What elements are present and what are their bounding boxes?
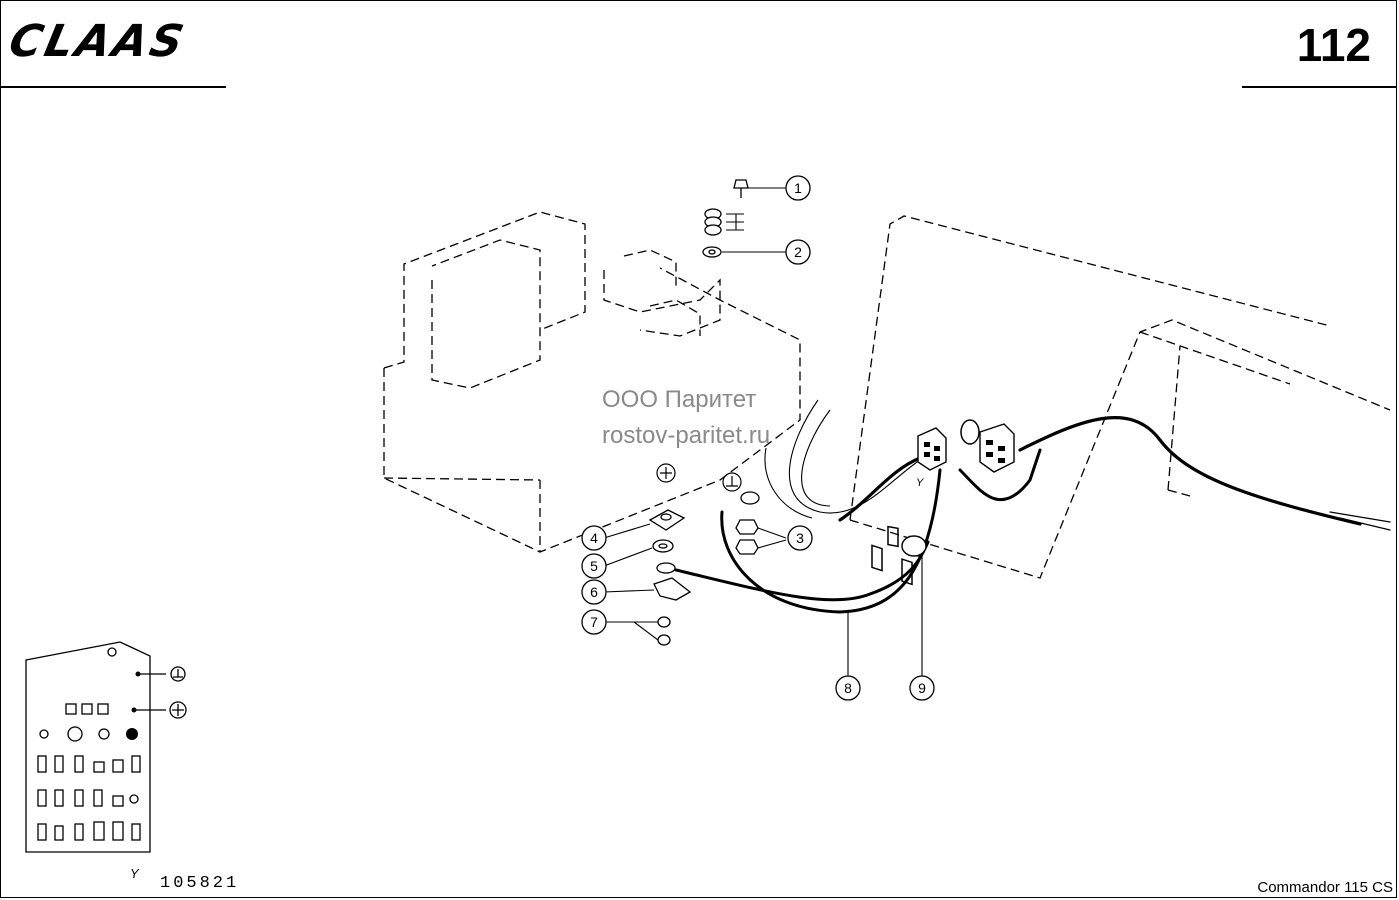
watermark-url: rostov-paritet.ru bbox=[602, 422, 771, 449]
inset-fuse-row-1 bbox=[37, 755, 141, 773]
callout-8-circle bbox=[835, 675, 861, 701]
page-number: 112 bbox=[1296, 19, 1371, 71]
callout-1-circle bbox=[785, 175, 811, 201]
thin-wire-c bbox=[764, 447, 813, 519]
callout-8: 8 bbox=[844, 680, 852, 696]
callout-7-circle bbox=[581, 609, 607, 635]
callout-5-circle bbox=[581, 553, 607, 579]
cable-lug-6 bbox=[656, 562, 676, 574]
thin-wire-b bbox=[801, 409, 831, 507]
callout-6-circle bbox=[581, 579, 607, 605]
cutout-round bbox=[960, 419, 980, 445]
nut-7a bbox=[657, 616, 671, 628]
page-number-underline bbox=[1242, 86, 1397, 88]
callout-4: 4 bbox=[590, 530, 598, 546]
nut-7b bbox=[657, 634, 671, 646]
callout-2-circle bbox=[785, 239, 811, 265]
callout-9-circle bbox=[909, 675, 935, 701]
logo-underline bbox=[0, 86, 226, 88]
nut-3b bbox=[735, 539, 759, 555]
cab-bracket bbox=[1167, 489, 1191, 497]
nut-3a bbox=[735, 519, 759, 535]
thin-wire-a bbox=[788, 399, 921, 514]
inset-fuse-row-2 bbox=[37, 789, 139, 807]
harness-end-thin bbox=[1329, 511, 1391, 531]
harness-main bbox=[838, 456, 922, 522]
relay-caps bbox=[623, 249, 701, 336]
watermark: ООО Паритет rostov-paritet.ru bbox=[602, 382, 770, 454]
harness-right bbox=[1018, 416, 1362, 526]
callout-3-circle bbox=[787, 525, 813, 551]
cab-panel-outline bbox=[849, 215, 1331, 521]
model-name: Commandor 115 CS bbox=[1257, 879, 1393, 896]
inset-label-y: Y bbox=[130, 866, 139, 881]
connector-left bbox=[917, 427, 947, 471]
grommet bbox=[901, 535, 927, 557]
connector-right bbox=[979, 423, 1015, 473]
cab-side bbox=[1139, 331, 1291, 491]
callout-3: 3 bbox=[796, 530, 804, 546]
inset-ground-symbol bbox=[170, 666, 186, 682]
battery-cable bbox=[674, 540, 930, 602]
plus-terminal-symbol bbox=[656, 463, 676, 483]
drawing-reference-number: 105821 bbox=[160, 874, 240, 893]
housing-inner-box bbox=[431, 239, 541, 389]
screw bbox=[733, 179, 749, 189]
connector-label: Y bbox=[916, 477, 924, 489]
callout-9: 9 bbox=[918, 680, 926, 696]
housing-base-edge bbox=[383, 477, 541, 552]
callout-4-circle bbox=[581, 525, 607, 551]
inset-panel bbox=[25, 641, 151, 853]
watermark-company: ООО Паритет bbox=[602, 386, 757, 413]
cutout-c bbox=[871, 544, 883, 572]
callout-1: 1 bbox=[794, 180, 802, 196]
cutout-a bbox=[887, 525, 899, 548]
callout-2: 2 bbox=[794, 244, 802, 260]
callout-6: 6 bbox=[590, 584, 598, 600]
housing-outline bbox=[383, 267, 801, 553]
housing-top-edge bbox=[383, 211, 586, 369]
callout-5: 5 bbox=[590, 558, 598, 574]
harness-loop bbox=[958, 448, 1042, 502]
relay-block bbox=[603, 270, 721, 337]
inset-plus-symbol bbox=[169, 701, 187, 719]
inset-fuse-row-3 bbox=[37, 821, 141, 841]
cable-eye bbox=[740, 491, 760, 505]
callout-7: 7 bbox=[590, 614, 598, 630]
ground-terminal-symbol bbox=[722, 472, 742, 492]
